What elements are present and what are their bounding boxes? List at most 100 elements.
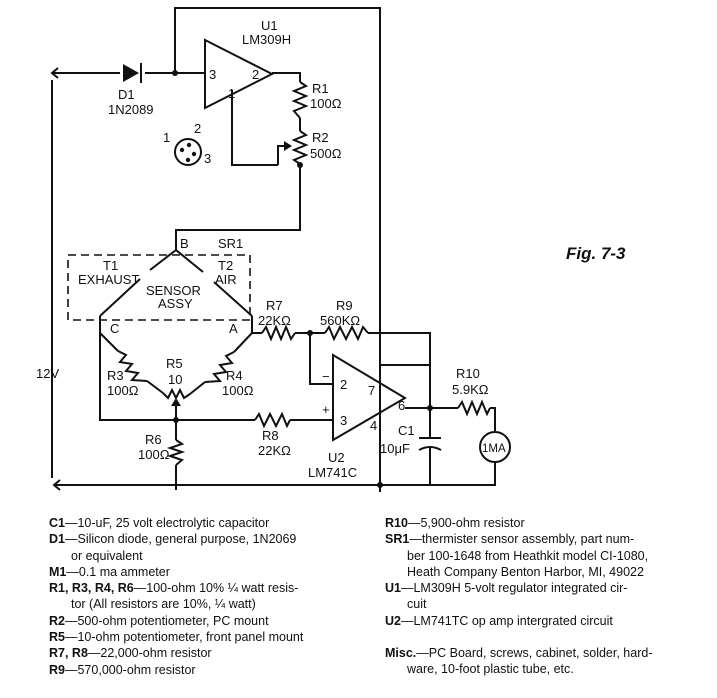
junction-dots	[172, 70, 433, 488]
part-key: C1	[49, 516, 65, 530]
r9-value-label: 560KΩ	[320, 313, 360, 328]
sr1-ref-label: SR1	[218, 236, 243, 251]
r4-ref-label: R4	[226, 368, 243, 383]
parts-list-item: cuit	[385, 596, 713, 612]
part-key: U1	[385, 581, 401, 596]
part-desc: —10-uF, 25 volt electrolytic capacitor	[64, 516, 270, 530]
part-desc: tor (All resistors are 10%, ¼ watt)	[71, 597, 256, 612]
r6-value-label: 100Ω	[138, 447, 170, 462]
parts-list-item: Misc.—PC Board, screws, cabinet, solder,…	[385, 645, 713, 661]
part-key: R5	[49, 630, 65, 645]
r3-ref-label: R3	[107, 368, 124, 383]
parts-list-item: ber 100-1648 from Heathkit model CI-1080…	[385, 548, 713, 564]
r2-potentiometer-symbol	[277, 130, 309, 165]
c1-ref-label: C1	[398, 423, 415, 438]
pinout-pin2-label: 2	[194, 121, 201, 136]
part-desc: ber 100-1648 from Heathkit model CI-1080…	[407, 548, 649, 563]
t1-ref-label: T1	[103, 258, 118, 273]
part-desc: —10-ohm potentiometer, front panel mount	[64, 630, 304, 645]
r2-value-label: 500Ω	[310, 146, 342, 161]
node-c-label: C	[110, 321, 119, 336]
part-key: M1	[49, 564, 67, 579]
figure-caption: Fig. 7-3	[566, 244, 626, 263]
meter-m1-symbol	[479, 431, 511, 463]
part-desc: —LM309H 5-volt regulator integrated cir-	[400, 581, 628, 596]
u1-pin1-label: 1	[228, 86, 235, 101]
part-key: R7, R8	[49, 646, 88, 661]
wiring	[51, 7, 496, 492]
part-key: R10	[385, 516, 408, 530]
r7-resistor-symbol	[261, 324, 296, 342]
part-desc: ware, 10-foot plastic tube, etc.	[407, 662, 574, 677]
u2-pin6-label: 6	[398, 398, 405, 413]
parts-list-item: ware, 10-foot plastic tube, etc.	[385, 661, 713, 677]
r6-resistor-symbol	[166, 439, 186, 466]
part-desc: —5,900-ohm resistor	[407, 516, 525, 530]
u2-minus-label: −	[322, 369, 330, 384]
parts-list-spacer	[385, 629, 713, 645]
pinout-pin3-label: 3	[204, 151, 211, 166]
r7-value-label: 22KΩ	[258, 313, 291, 328]
r10-ref-label: R10	[456, 366, 480, 381]
parts-list-item: R9—570,000-ohm resistor	[49, 662, 374, 678]
t2-name-label: AIR	[215, 272, 237, 287]
part-desc: —PC Board, screws, cabinet, solder, hard…	[416, 646, 653, 661]
circuit-schematic: U1 LM309H 3 2 1 D1 1N2089 R1 100Ω R2 500…	[36, 7, 511, 492]
u2-opamp-symbol	[332, 353, 407, 442]
parts-list-item: D1—Silicon diode, general purpose, 1N206…	[49, 531, 374, 547]
r1-ref-label: R1	[312, 81, 329, 96]
part-key: SR1	[385, 532, 410, 547]
meter-label: 1MA	[482, 443, 506, 455]
u2-pin4-label: 4	[370, 418, 377, 433]
r9-resistor-symbol	[324, 324, 369, 342]
t2-ref-label: T2	[218, 258, 233, 273]
parts-list-item: R10—5,900-ohm resistor	[385, 515, 713, 531]
parts-list-item: U1—LM309H 5-volt regulator integrated ci…	[385, 580, 713, 596]
supply-label: 12V	[36, 366, 59, 381]
diode-d1-symbol	[123, 63, 142, 83]
part-key: D1	[49, 532, 65, 547]
parts-list-right: R10—5,900-ohm resistor SR1—thermister se…	[385, 515, 713, 678]
parts-list-item: C1—10-uF, 25 volt electrolytic capacitor	[49, 515, 374, 531]
u1-ref-label: U1	[261, 18, 278, 33]
u2-pin2-label: 2	[340, 377, 347, 392]
u2-ref-label: U2	[328, 450, 345, 465]
u2-part-label: LM741C	[308, 465, 357, 480]
supply-arrows	[50, 67, 61, 491]
t1-name-label: EXHAUST	[78, 272, 139, 287]
r7-ref-label: R7	[266, 298, 283, 313]
c1-value-label: 10μF	[380, 441, 410, 456]
u2-plus-label: +	[322, 402, 330, 417]
d1-ref-label: D1	[118, 87, 135, 102]
r8-value-label: 22KΩ	[258, 443, 291, 458]
node-a-label: A	[229, 321, 238, 336]
node-b-label: B	[180, 236, 189, 251]
r5-ref-label: R5	[166, 356, 183, 371]
r3-resistor-symbol	[117, 350, 148, 382]
r6-ref-label: R6	[145, 432, 162, 447]
part-desc: —500-ohm potentiometer, PC mount	[64, 613, 269, 628]
parts-list-item: R5—10-ohm potentiometer, front panel mou…	[49, 629, 374, 645]
parts-list-item: M1—0.1 ma ammeter	[49, 564, 374, 580]
u1-regulator-symbol	[204, 38, 275, 110]
part-desc: —thermister sensor assembly, part num-	[409, 532, 635, 547]
c1-capacitor-symbol	[418, 437, 442, 451]
parts-list-item: R1, R3, R4, R6—100-ohm 10% ¼ watt resis-	[49, 580, 374, 596]
parts-list-item: R2—500-ohm potentiometer, PC mount	[49, 613, 374, 629]
part-desc: —0.1 ma ammeter	[66, 564, 170, 579]
part-key: U2	[385, 613, 401, 628]
r4-value-label: 100Ω	[222, 383, 254, 398]
part-key: R9	[49, 662, 65, 677]
part-key: Misc.	[385, 646, 417, 661]
u2-pin3-label: 3	[340, 413, 347, 428]
u2-pin7-label: 7	[368, 383, 375, 398]
parts-list-item: or equivalent	[49, 548, 374, 564]
part-desc: —22,000-ohm resistor	[87, 646, 212, 661]
pinout-diagram	[174, 138, 202, 166]
part-desc: —570,000-ohm resistor	[64, 662, 196, 677]
parts-list-item: tor (All resistors are 10%, ¼ watt)	[49, 596, 374, 612]
r8-resistor-symbol	[254, 411, 291, 429]
r5-potentiometer-symbol	[162, 387, 191, 406]
parts-list-item: Heath Company Benton Harbor, MI, 49022	[385, 564, 713, 580]
part-desc: —100-ohm 10% ¼ watt resis-	[133, 581, 299, 596]
